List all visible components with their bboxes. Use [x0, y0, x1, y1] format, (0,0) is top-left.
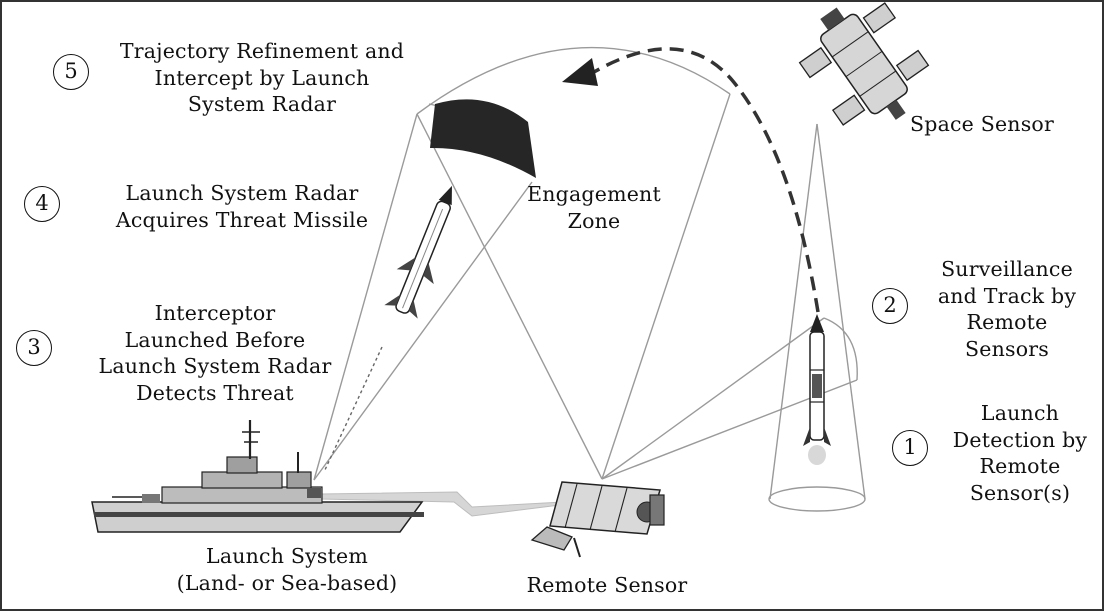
intercept-region	[430, 99, 536, 178]
step-5-label: Trajectory Refinement and Intercept by L…	[112, 38, 412, 118]
step-1-label: Launch Detection by Remote Sensor(s)	[940, 400, 1100, 506]
engagement-zone-line: Engagement	[527, 182, 661, 206]
step-4-number: 4	[24, 186, 60, 222]
step-2-line: Sensors	[965, 336, 1049, 361]
step-3-number: 3	[16, 330, 52, 366]
threat-missile	[803, 314, 831, 465]
step-2-number: 2	[872, 288, 908, 324]
step-4-label: Launch System Radar Acquires Threat Miss…	[102, 180, 382, 233]
engagement-zone-label: Engagement Zone	[514, 181, 674, 234]
step-4-line: Acquires Threat Missile	[115, 207, 369, 232]
space-sensor-satellite	[798, 2, 930, 126]
trajectory-arrowhead	[562, 58, 598, 86]
step-1-line: Detection by	[952, 427, 1088, 452]
step-1-line: Remote	[979, 454, 1061, 478]
step-3-line: Detects Threat	[136, 380, 294, 405]
step-2-label: Surveillance and Track by Remote Sensors	[922, 256, 1092, 362]
step-5-line: System Radar	[187, 92, 337, 116]
step-1-line: Launch	[980, 401, 1060, 425]
engagement-zone-fan	[416, 46, 731, 480]
remote-sensor-vehicle	[530, 481, 665, 558]
step-3-line: Launched Before	[124, 327, 306, 352]
step-1-number: 1	[892, 430, 928, 466]
step-2-line: Remote	[966, 310, 1048, 334]
launch-system-line: Launch System	[206, 544, 368, 568]
launch-system-line: (Land- or Sea-based)	[176, 570, 398, 595]
step-2-line: Surveillance	[941, 257, 1073, 281]
interceptor-missile	[384, 185, 452, 319]
launch-system-ship	[91, 420, 424, 533]
step-3-line: Launch System Radar	[98, 354, 332, 378]
data-link-bolt	[319, 491, 601, 517]
step-5-line: Intercept by Launch	[154, 65, 370, 90]
step-2-line: and Track by	[937, 283, 1077, 308]
remote-sensor-label: Remote Sensor	[526, 573, 688, 597]
step-3-label: Interceptor Launched Before Launch Syste…	[80, 300, 350, 406]
interceptor-trail	[323, 346, 383, 473]
step-4-line: Launch System Radar	[125, 181, 359, 205]
step-1-line: Sensor(s)	[969, 480, 1071, 505]
step-5-line: Trajectory Refinement and	[119, 39, 405, 63]
step-5-number: 5	[53, 54, 89, 90]
space-sensor-cone	[768, 123, 866, 512]
launch-system-label: Launch System (Land- or Sea-based)	[152, 543, 422, 596]
space-sensor-label: Space Sensor	[910, 112, 1054, 136]
step-3-line: Interceptor	[154, 301, 276, 325]
engagement-zone-line: Zone	[567, 208, 621, 233]
threat-trajectory	[593, 47, 820, 313]
